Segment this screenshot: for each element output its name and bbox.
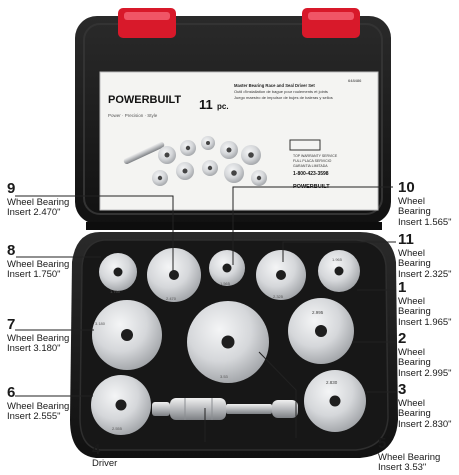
callout-3-text: Wheel Bearing Insert 2.830"	[398, 397, 452, 431]
callout-2-text: Wheel Bearing Insert 2.995"	[398, 346, 452, 380]
insert-2	[288, 298, 354, 364]
callout-2: 2 Wheel Bearing Insert 2.995"	[398, 330, 459, 380]
leader-lines	[15, 186, 396, 442]
callout-10-number: 10	[398, 179, 415, 196]
card-product-thumbnail	[123, 136, 267, 186]
callout-1: 1 Wheel Bearing Insert 1.965"	[398, 279, 459, 329]
latch-right	[302, 8, 360, 38]
brand-logo: POWERBUILT	[108, 94, 181, 106]
stamp-2830: 2.830	[326, 380, 338, 385]
callout-11-text: Wheel Bearing Insert 2.325"	[398, 247, 452, 281]
callout-3-number: 3	[398, 381, 407, 398]
piece-unit: pc.	[217, 102, 229, 111]
callout-9-number: 9	[7, 180, 16, 197]
warranty-line-2: FULL PLACA SERVICIO	[293, 159, 332, 163]
title-es: Juego maestro de impulsor de bujes de ba…	[234, 95, 333, 100]
callout-7: 7 Wheel Bearing Insert 3.180"	[7, 316, 70, 355]
insert-3	[304, 370, 366, 432]
stamp-1965: 1.965	[332, 257, 343, 262]
callout-5: 5 Wheel Bearing Insert 3.53"	[378, 435, 441, 474]
callout-9: 9 Wheel Bearing Insert 2.470"	[7, 180, 70, 219]
label-card: POWERBUILT Power · Precision · Style 11 …	[99, 71, 379, 211]
callout-2-number: 2	[398, 330, 407, 347]
warranty-line-3: GARANTIA LIMITADA	[293, 164, 328, 168]
callout-10-text: Wheel Bearing Insert 1.565"	[398, 195, 452, 229]
insert-10	[209, 250, 245, 286]
insert-1	[318, 250, 360, 292]
callout-1-text: Wheel Bearing Insert 1.965"	[398, 295, 452, 329]
stamp-3180: 3.180	[95, 321, 106, 326]
callout-6-number: 6	[7, 384, 16, 401]
callout-3: 3 Wheel Bearing Insert 2.830"	[398, 381, 459, 431]
callout-8-number: 8	[7, 242, 16, 259]
callout-5-number: 5	[378, 435, 387, 452]
driver-handle	[152, 398, 298, 420]
callout-11: 11 Wheel Bearing Insert 2.325"	[398, 231, 459, 281]
callout-4-text: Driver	[92, 457, 118, 469]
stamp-2470: 2.470	[166, 296, 177, 301]
callout-8: 8 Wheel Bearing Insert 1.750"	[7, 242, 70, 281]
title-fr: Outil d'installation de bague pour roule…	[234, 89, 328, 94]
insert-6	[91, 375, 151, 435]
brand-tagline: Power · Precision · Style	[108, 113, 158, 118]
callout-8-text: Wheel Bearing Insert 1.750"	[7, 258, 70, 281]
callout-4-number: 4	[92, 441, 101, 458]
callout-1-number: 1	[398, 279, 407, 296]
callout-6-text: Wheel Bearing Insert 2.555"	[7, 400, 70, 423]
warranty-line-1: TOP WARRANTY SERVICE	[293, 154, 338, 158]
callout-5-text: Wheel Bearing Insert 3.53"	[378, 451, 441, 474]
callout-7-number: 7	[7, 316, 16, 333]
piece-count: 11	[199, 97, 213, 112]
latch-left	[118, 8, 176, 38]
case-hinge	[86, 222, 382, 230]
insert-5	[187, 301, 269, 383]
insert-9	[147, 248, 201, 302]
stamp-2555: 2.555	[112, 426, 123, 431]
insert-11	[256, 250, 306, 300]
phone-number: 1-800-423-3598	[293, 171, 329, 177]
insert-8	[99, 253, 137, 291]
stamp-353: 3.53	[220, 374, 229, 379]
stamp-2995: 2.995	[312, 310, 324, 315]
callout-6: 6 Wheel Bearing Insert 2.555"	[7, 384, 70, 423]
callout-11-number: 11	[398, 231, 414, 248]
insert-7	[92, 300, 162, 370]
callout-4: 4 Driver	[92, 441, 118, 469]
callout-9-text: Wheel Bearing Insert 2.470"	[7, 196, 70, 219]
part-number: 648486	[348, 78, 362, 83]
callout-10: 10 Wheel Bearing Insert 1.565"	[398, 179, 459, 229]
title-en: Master Bearing Race and Seal Driver Set	[234, 83, 315, 88]
callout-7-text: Wheel Bearing Insert 3.180"	[7, 332, 70, 355]
stamp-1565: 1.565	[220, 281, 231, 286]
stamp-2325: 2.325	[273, 294, 284, 299]
warranty-icon	[289, 139, 321, 151]
stamp-1750: 1.750	[110, 289, 121, 294]
